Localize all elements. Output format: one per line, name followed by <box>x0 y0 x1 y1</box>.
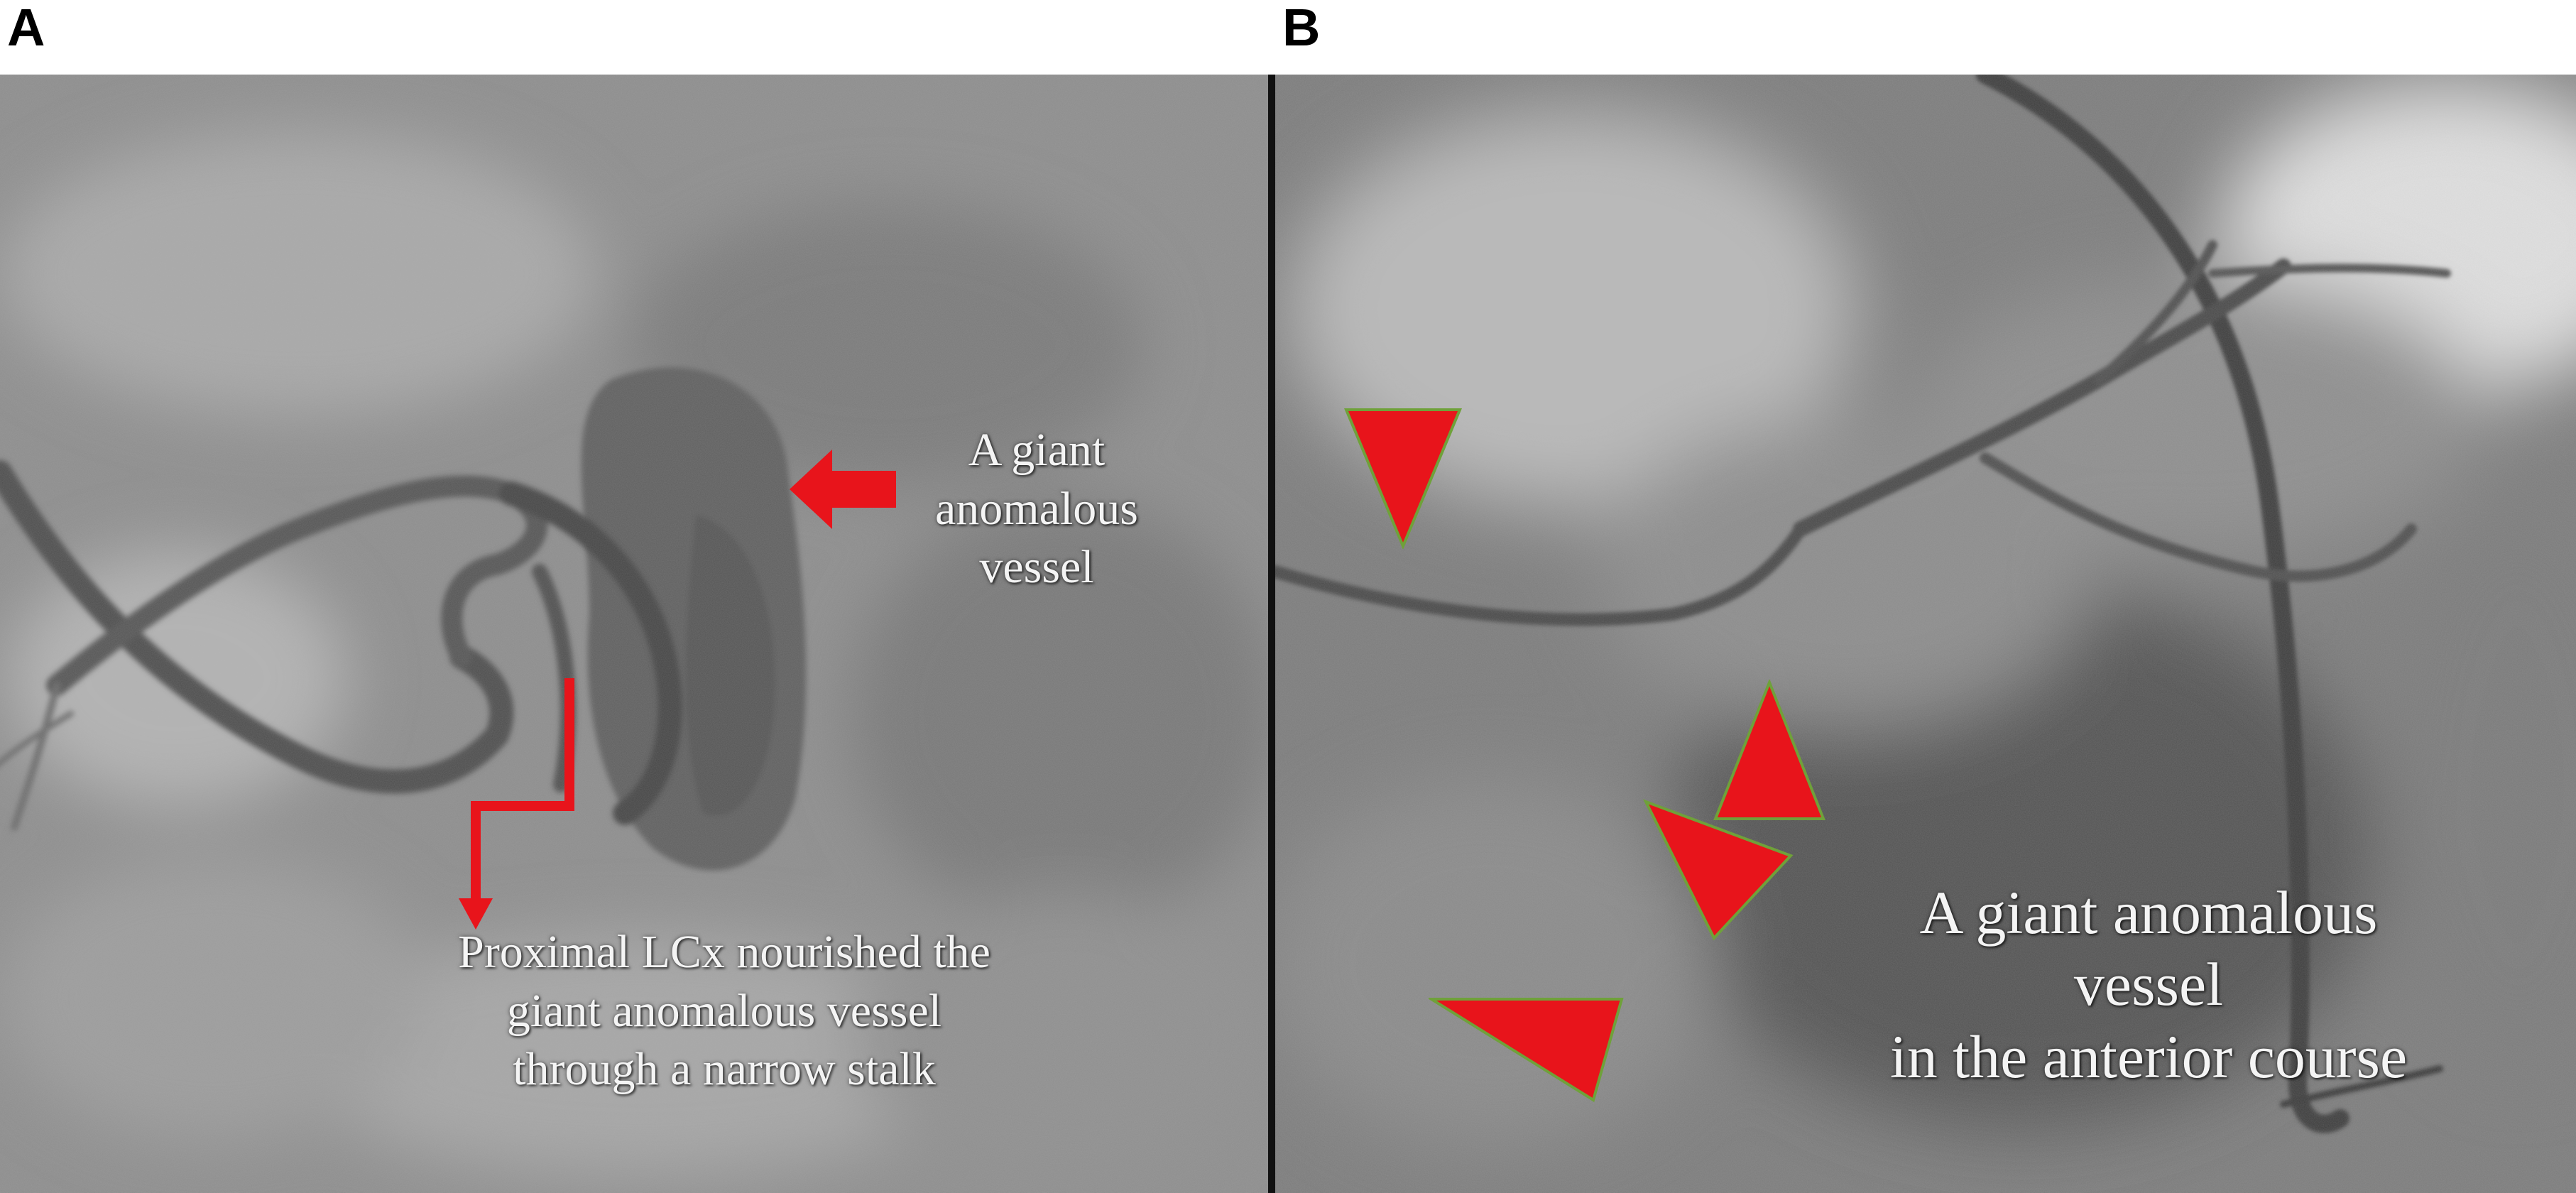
red-elbow-arrow-icon <box>459 678 574 930</box>
giant-vessel-label: A giant anomalous vessel <box>935 424 1138 593</box>
red-block-arrow-icon <box>790 450 896 529</box>
red-arrowhead-icon <box>1713 680 1825 820</box>
angiogram-panel-b: A giant anomalous vessel in the anterior… <box>1275 75 2576 1193</box>
panel-label-a: A <box>7 0 45 57</box>
angiogram-image-b <box>1275 75 2576 1193</box>
proximal-lcx-label: Proximal LCx nourished the giant anomalo… <box>458 926 990 1095</box>
red-arrowhead-icon <box>1429 998 1624 1103</box>
red-arrowhead-icon <box>1643 799 1794 941</box>
red-arrowhead-icon <box>1344 408 1462 549</box>
angiogram-panel-a: A giant anomalous vessel Proximal LCx no… <box>0 75 1268 1193</box>
angiogram-image-a <box>0 75 1268 1193</box>
anterior-course-vessel-label: A giant anomalous vessel in the anterior… <box>1889 878 2408 1091</box>
panel-label-b: B <box>1282 0 1321 57</box>
panel-divider <box>1268 75 1275 1193</box>
